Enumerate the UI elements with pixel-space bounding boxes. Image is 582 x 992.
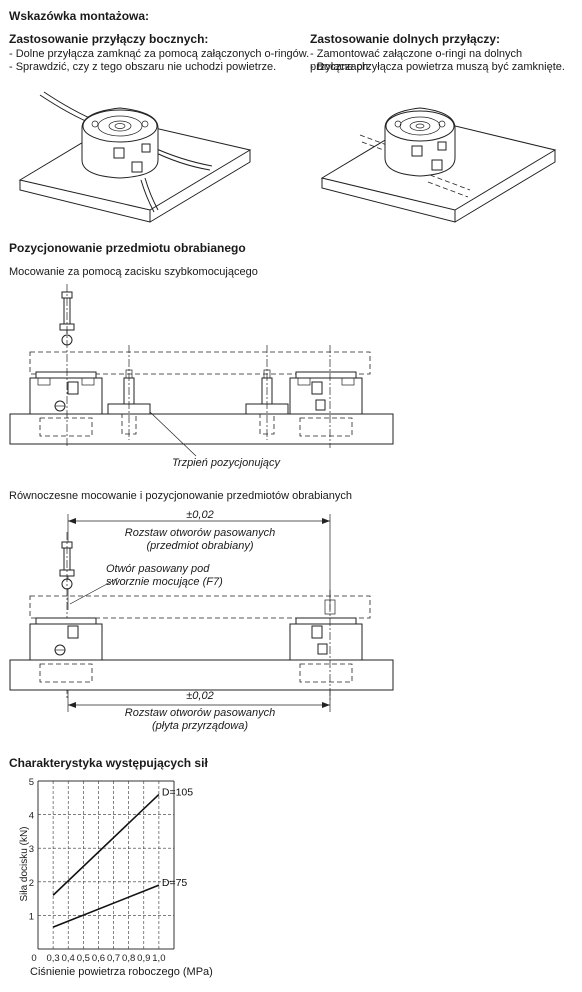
series-label-D=105: D=105 bbox=[162, 786, 193, 798]
side-line-2: - Sprawdzić, czy z tego obszaru nie ucho… bbox=[9, 61, 277, 73]
bottom-connections-title: Zastosowanie dolnych przyłączy: bbox=[310, 32, 501, 46]
tolerance-bottom: ±0,02 bbox=[186, 690, 214, 702]
series-line-D=105 bbox=[52, 793, 160, 896]
distance-bottom-line-1: Rozstaw otworów pasowanych bbox=[124, 707, 276, 719]
distance-bottom-line-2: (płyta przyrządowa) bbox=[152, 720, 248, 732]
hint-title: Wskazówka montażowa: bbox=[9, 9, 150, 23]
y-tick-label: 4 bbox=[29, 811, 34, 822]
side-connections-title: Zastosowanie przyłączy bocznych: bbox=[9, 32, 209, 46]
x-tick-label: 0,4 bbox=[62, 953, 75, 964]
bottom-line-1: - Zamontować załączone o-ringi na dolnyc… bbox=[310, 48, 523, 73]
tolerance-top: ±0,02 bbox=[186, 509, 214, 521]
series-line-D=75 bbox=[52, 884, 160, 928]
side-line-1: - Dolne przyłącza zamknąć za pomocą załą… bbox=[9, 48, 310, 60]
y-tick-label: 2 bbox=[29, 878, 34, 889]
x-tick-label: 0,9 bbox=[137, 953, 150, 964]
y-tick-label: 5 bbox=[29, 777, 34, 788]
y-tick-label: 1 bbox=[29, 911, 34, 922]
x-tick-label: 0,6 bbox=[92, 953, 105, 964]
x-tick-label: 0,3 bbox=[47, 953, 60, 964]
simultaneous-title: Równoczesne mocowanie i pozycjonowanie p… bbox=[9, 490, 353, 502]
series-label-D=75: D=75 bbox=[162, 877, 188, 889]
x-tick-label: 0,7 bbox=[107, 953, 120, 964]
x-tick-label: 1,0 bbox=[152, 953, 165, 964]
chart-title: Charakterystyka występujących sił bbox=[9, 756, 208, 770]
positioning-subtitle: Mocowanie za pomocą zacisku szybkomocują… bbox=[9, 266, 258, 278]
fit-hole-line-2: sworznie mocujące (F7) bbox=[106, 576, 223, 588]
x-tick-label: 0,8 bbox=[122, 953, 135, 964]
x-tick-label: 0 bbox=[31, 953, 36, 964]
positioning-title: Pozycjonowanie przedmiotu obrabianego bbox=[9, 241, 246, 255]
chart-xlabel: Ciśnienie powietrza roboczego (MPa) bbox=[30, 966, 213, 978]
y-tick-label: 3 bbox=[29, 844, 34, 855]
x-tick-label: 0,5 bbox=[77, 953, 90, 964]
distance-top-line-1: Rozstaw otworów pasowanych bbox=[124, 527, 276, 539]
distance-top-line-2: (przedmiot obrabiany) bbox=[146, 540, 254, 552]
chart-ylabel: Siła docisku (kN) bbox=[19, 826, 30, 902]
bottom-line-2: - Boczne przyłącza powietrza muszą być z… bbox=[310, 61, 565, 73]
fit-hole-line-1: Otwór pasowany pod bbox=[106, 563, 210, 575]
positioning-pin-label: Trzpień pozycjonujący bbox=[172, 457, 281, 469]
